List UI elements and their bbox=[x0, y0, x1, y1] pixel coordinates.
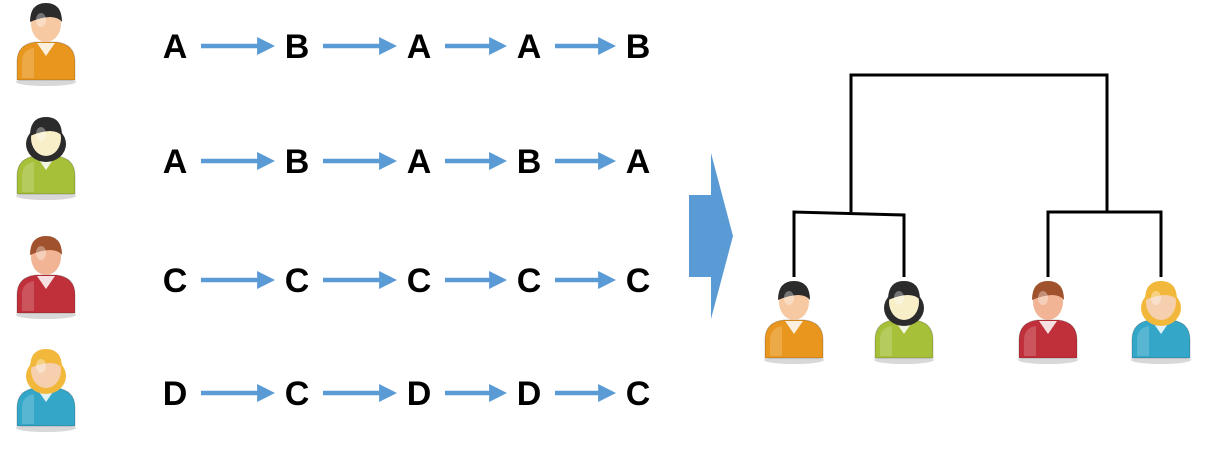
leaf-person-blue-woman bbox=[1131, 281, 1191, 364]
dendrogram-left-cluster-link bbox=[792, 210, 906, 277]
sequence-state: B bbox=[517, 143, 542, 181]
sequence-state: A bbox=[163, 143, 188, 181]
sequences: A B A A B A B A B A C C C C C D C D D C bbox=[163, 28, 651, 413]
dendrogram-leaves bbox=[764, 281, 1191, 364]
sequence-state: B bbox=[285, 28, 310, 66]
sequence-state: A bbox=[407, 143, 432, 181]
sequence-state: D bbox=[163, 375, 188, 413]
sequence-state: C bbox=[407, 262, 432, 300]
person-icon-red-man bbox=[16, 236, 76, 319]
leaf-person-orange-man bbox=[764, 281, 824, 364]
sequence-state: C bbox=[285, 262, 310, 300]
leaf-person-red-man bbox=[1018, 281, 1078, 364]
big-right-arrow bbox=[689, 153, 733, 319]
sequence-state: D bbox=[407, 375, 432, 413]
people-column bbox=[16, 3, 76, 432]
sequence-state: A bbox=[407, 28, 432, 66]
sequence-state: C bbox=[163, 262, 188, 300]
sequence-state: D bbox=[517, 375, 542, 413]
sequence-state: B bbox=[626, 28, 651, 66]
sequence-state: A bbox=[163, 28, 188, 66]
leaf-person-green-woman bbox=[874, 281, 934, 364]
dendrogram bbox=[792, 73, 1163, 277]
dendrogram-right-cluster-link bbox=[1046, 210, 1163, 277]
person-icon-blue-woman bbox=[16, 349, 76, 432]
sequence-state: A bbox=[626, 143, 651, 181]
sequence-state: B bbox=[285, 143, 310, 181]
dendrogram-root-link bbox=[849, 73, 1109, 212]
sequence-state: C bbox=[626, 375, 651, 413]
sequence-state: C bbox=[517, 262, 542, 300]
sequence-state: C bbox=[626, 262, 651, 300]
person-icon-green-woman bbox=[16, 117, 76, 200]
person-icon-orange-man bbox=[16, 3, 76, 86]
sequence-state: C bbox=[285, 375, 310, 413]
sequence-state: A bbox=[517, 28, 542, 66]
